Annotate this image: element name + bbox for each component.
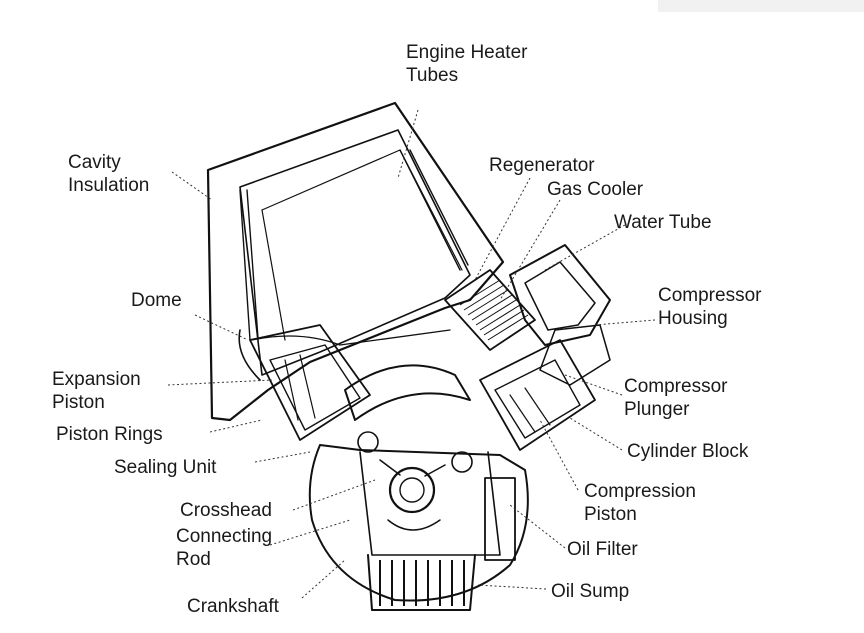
label-connecting-rod: Connecting Rod <box>176 526 273 570</box>
regenerator-block <box>444 269 536 351</box>
label-compressor-plunger: Compressor Plunger <box>624 376 728 420</box>
label-piston-rings: Piston Rings <box>56 424 163 445</box>
oil-sump-shape <box>367 554 476 611</box>
label-oil-sump: Oil Sump <box>551 581 630 602</box>
top-edge-bar <box>658 0 864 12</box>
oil-filter-shape <box>484 477 516 561</box>
label-expansion-piston: Expansion Piston <box>52 369 141 413</box>
crank-assembly <box>379 459 446 531</box>
label-cavity-insulation: Cavity Insulation <box>68 152 150 196</box>
label-compression-piston: Compression Piston <box>584 481 696 525</box>
label-cylinder-block: Cylinder Block <box>627 441 749 462</box>
label-gas-cooler: Gas Cooler <box>547 179 644 200</box>
compressor-housing-shape <box>509 244 611 386</box>
heater-tubes <box>239 149 469 346</box>
label-oil-filter: Oil Filter <box>567 539 638 560</box>
label-compressor-housing: Compressor Housing <box>658 285 762 329</box>
label-regenerator: Regenerator <box>489 155 595 176</box>
label-dome: Dome <box>131 290 182 311</box>
label-crankshaft: Crankshaft <box>187 596 279 617</box>
label-water-tube: Water Tube <box>614 212 712 233</box>
label-engine-heater-tubes: Engine Heater Tubes <box>406 42 528 86</box>
compression-cylinder <box>479 339 596 451</box>
expansion-cylinder <box>238 324 371 441</box>
label-sealing-unit: Sealing Unit <box>114 457 217 478</box>
label-crosshead: Crosshead <box>180 500 272 521</box>
crankcase <box>308 364 529 602</box>
leader-lines <box>167 109 656 599</box>
